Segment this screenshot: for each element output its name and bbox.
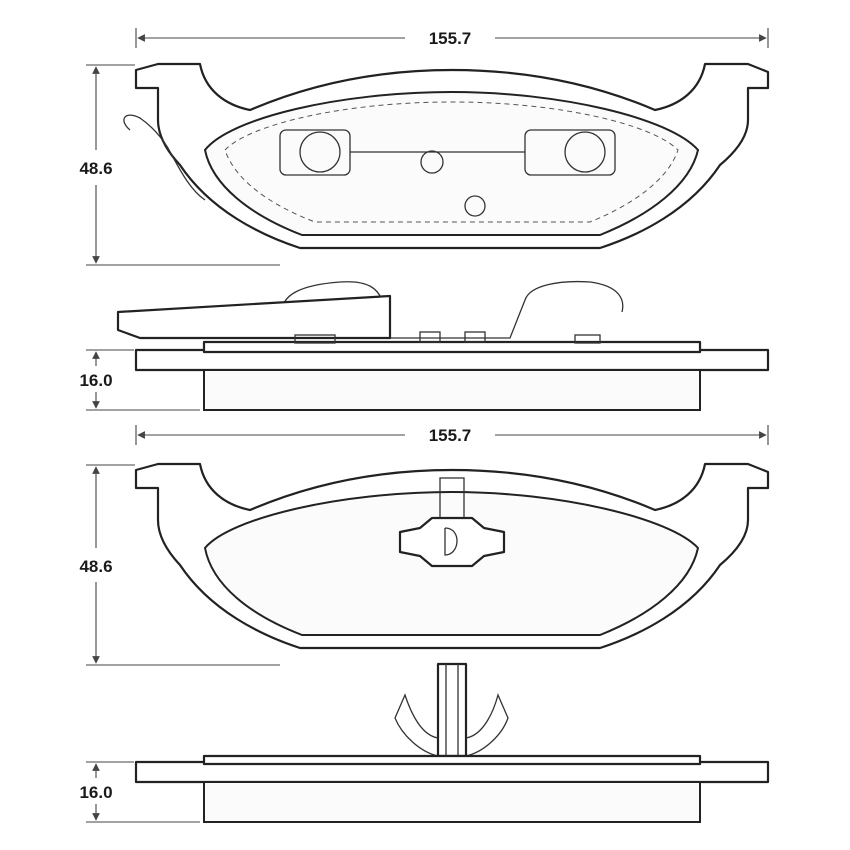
top-friction-inner-dashed xyxy=(224,101,679,223)
top-friction-material xyxy=(203,90,700,236)
top-side-sensor-tab xyxy=(116,294,392,340)
bottom-thickness-label: 16.0 xyxy=(79,783,112,802)
bottom-pad-face-view: 155.7 48.6 xyxy=(79,425,770,666)
bottom-side-clip-left-wing xyxy=(394,693,439,757)
top-width-label: 155.7 xyxy=(429,29,472,48)
bottom-pad-side-view: 16.0 xyxy=(79,662,770,823)
bottom-center-clip xyxy=(398,516,506,568)
top-thickness-label: 16.0 xyxy=(79,371,112,390)
top-side-clip-foot-4 xyxy=(574,334,601,344)
top-side-spring-clip xyxy=(281,280,624,339)
top-side-clip-foot-2 xyxy=(419,331,441,343)
bottom-side-clip-right-wing xyxy=(465,693,509,757)
bottom-side-friction xyxy=(203,781,701,823)
top-side-clip-foot-1 xyxy=(294,334,336,344)
bottom-side-clip-stem xyxy=(436,662,468,758)
top-height-label: 48.6 xyxy=(79,159,112,178)
top-center-stud-2 xyxy=(464,195,486,217)
top-pad-side-view: 16.0 xyxy=(79,280,770,411)
top-side-shim xyxy=(202,340,702,354)
top-wear-sensor-wire xyxy=(123,114,206,201)
bottom-side-shim xyxy=(202,754,702,766)
bottom-clip-d-mark xyxy=(444,527,458,556)
top-side-clip-foot-3 xyxy=(464,331,486,343)
top-pad-face-view: 155.7 48.6 xyxy=(79,28,770,266)
top-left-boss xyxy=(299,131,341,173)
top-right-boss xyxy=(564,131,606,173)
top-side-friction xyxy=(203,369,701,411)
bottom-height-label: 48.6 xyxy=(79,557,112,576)
bottom-width-label: 155.7 xyxy=(429,426,472,445)
top-center-stud-1 xyxy=(420,150,444,174)
